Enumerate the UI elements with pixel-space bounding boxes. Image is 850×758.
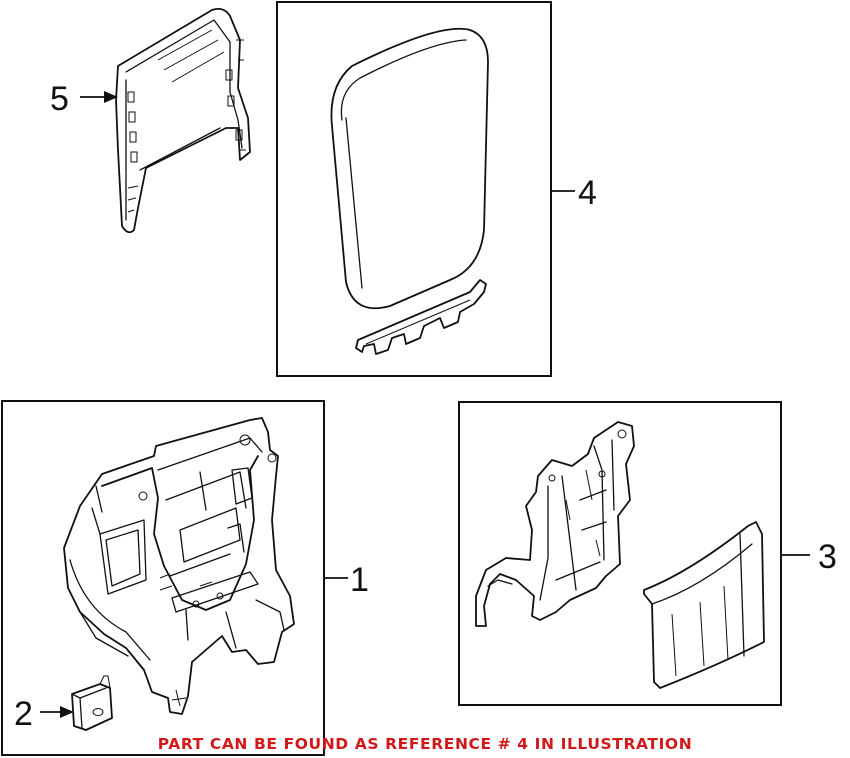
part-3-inner-cover [475,421,635,627]
arrow-5 [104,91,118,103]
part-5-back-panel [115,7,251,234]
part-2-bracket [71,675,113,731]
part-4-box [276,1,552,377]
part-3-outer-cover [643,521,765,689]
callout-5: 5 [50,80,69,118]
callout-4: 4 [578,174,597,212]
part-4-cushion [330,27,489,355]
leader-lines [40,91,810,718]
callout-1: 1 [350,561,369,599]
arrow-2 [60,706,74,718]
callout-3: 3 [818,538,837,576]
part-3-box [458,401,782,706]
reference-note: PART CAN BE FOUND AS REFERENCE # 4 IN IL… [158,735,693,753]
callout-2: 2 [14,695,33,733]
part-1-frame [63,417,295,715]
part-1-box [1,400,325,756]
